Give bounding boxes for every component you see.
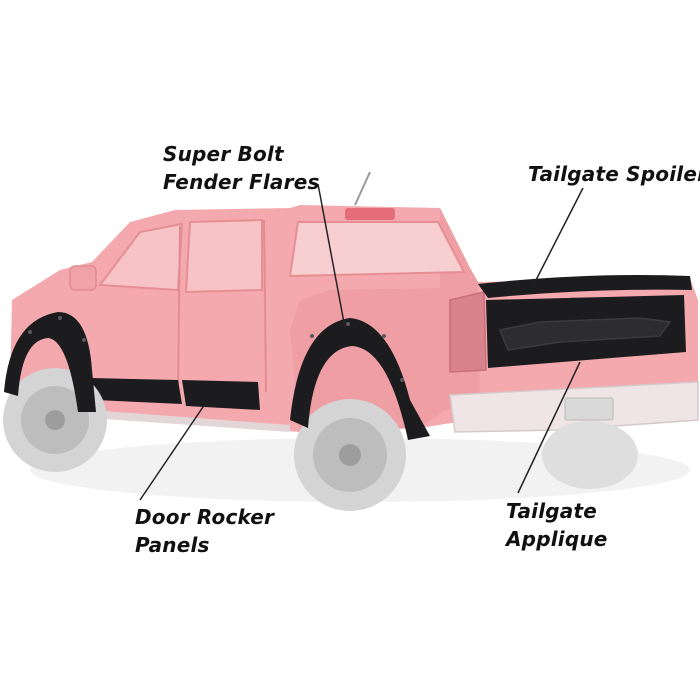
door-seam — [177, 225, 181, 391]
tailgate-applique-leader-line — [517, 361, 581, 494]
tail-light — [449, 291, 487, 373]
fender-flares-callout: Super Bolt Fender Flares — [163, 140, 320, 196]
door-rocker-label-line1: Door Rocker — [135, 505, 275, 529]
door-rocker-leader-line — [139, 403, 206, 501]
door-rocker-panel — [92, 378, 182, 404]
truck-bed — [290, 208, 480, 432]
tailgate-spoiler — [478, 275, 692, 298]
tailgate-applique-label-line1: Tailgate — [506, 499, 598, 523]
far-rear-wheel — [542, 421, 638, 489]
back-glass — [288, 221, 466, 278]
front-fender-flare — [4, 312, 96, 412]
tailgate-spoiler-label: Tailgate Spoiler — [528, 162, 700, 186]
license-plate — [564, 397, 614, 421]
fender-flares-label-line2: Fender Flares — [163, 170, 320, 194]
door-seam — [263, 219, 267, 393]
front-window — [98, 222, 184, 292]
tailgate-spoiler-callout: Tailgate Spoiler — [528, 160, 700, 188]
door-rocker-label-line2: Panels — [135, 533, 210, 557]
rear-fender-flare — [290, 318, 430, 440]
rear-wheel — [294, 399, 406, 511]
tailgate-applique-label-line2: Applique — [506, 527, 608, 551]
rear-window — [184, 218, 263, 294]
applique-emboss — [498, 317, 672, 351]
tailgate-spoiler-leader-line — [534, 187, 584, 283]
fender-flares-label-line1: Super Bolt — [163, 142, 284, 166]
flare-bolts — [28, 316, 404, 382]
tailgate-applique-callout: Tailgate Applique — [506, 497, 608, 553]
door-rocker-panels-callout: Door Rocker Panels — [135, 503, 274, 559]
side-mirror — [69, 265, 97, 291]
door-rocker-panel — [182, 380, 260, 410]
brake-light — [345, 208, 395, 220]
running-board — [90, 410, 290, 432]
antenna — [354, 171, 371, 206]
fender-flares-leader-line — [317, 183, 346, 329]
